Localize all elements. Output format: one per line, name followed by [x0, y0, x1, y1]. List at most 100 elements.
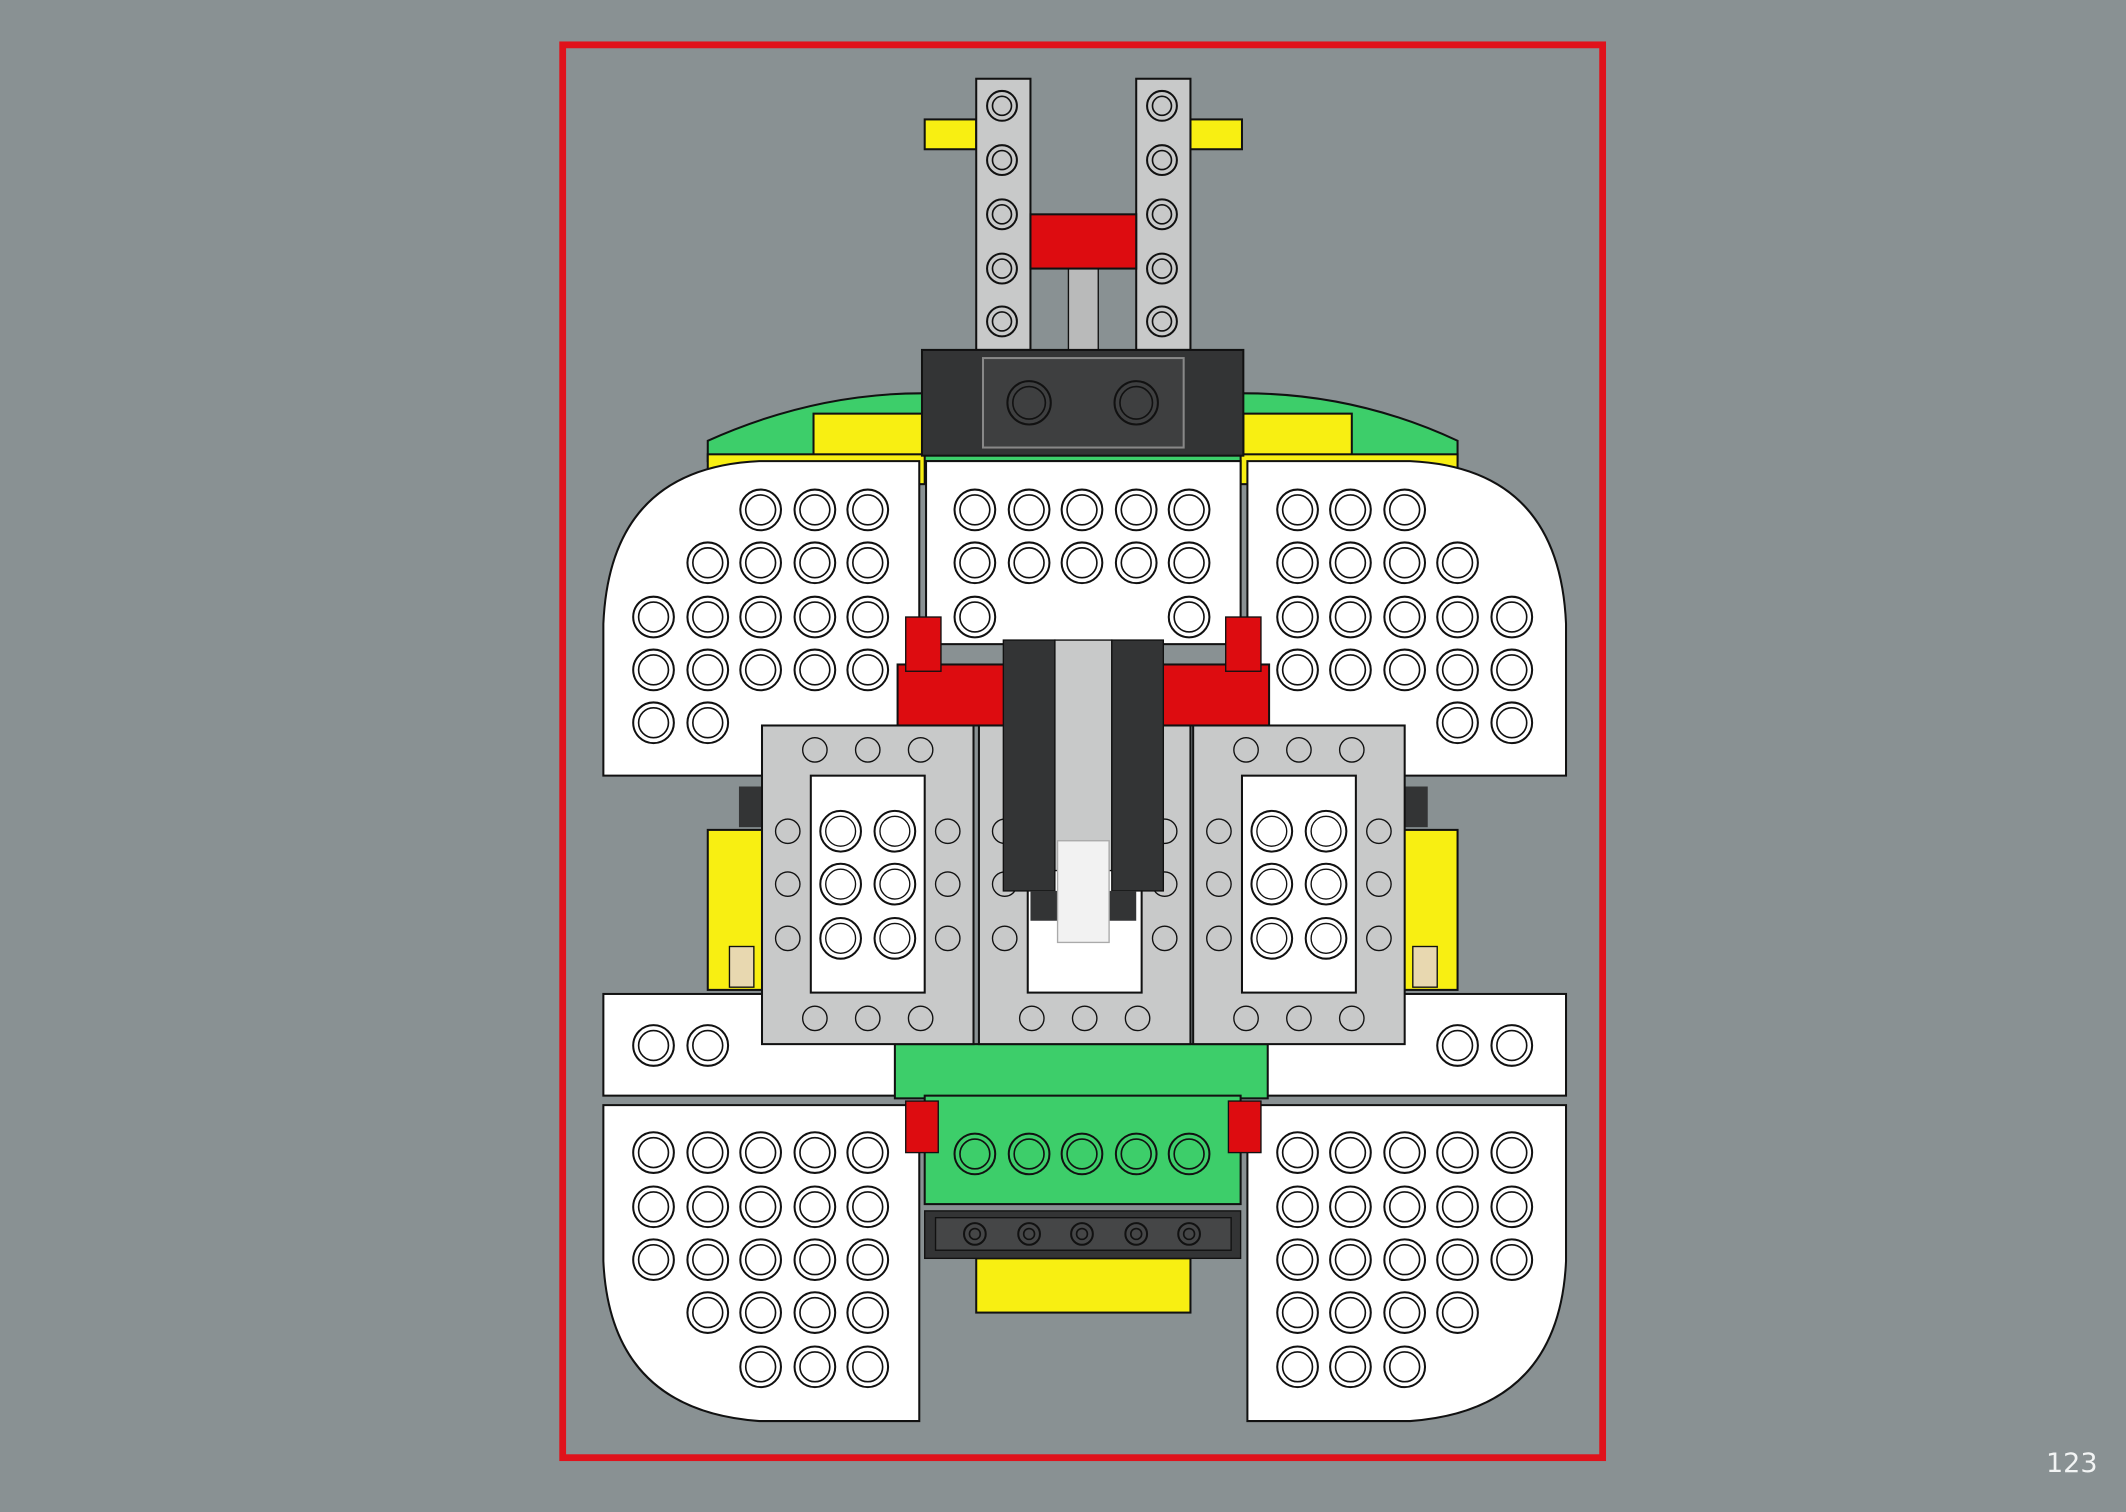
stud — [1276, 1345, 1319, 1389]
black-arm-right — [1111, 639, 1165, 892]
stud — [1146, 305, 1178, 338]
stud — [793, 1131, 837, 1174]
stud — [739, 1185, 782, 1229]
step-frame — [559, 41, 1607, 1462]
stud — [1436, 1238, 1479, 1282]
stud — [1383, 1131, 1427, 1174]
stud — [1276, 541, 1319, 585]
stud — [846, 595, 890, 639]
stud — [953, 595, 997, 639]
stud — [1329, 1131, 1372, 1174]
tan-pin-right — [1412, 945, 1438, 988]
stud — [1114, 488, 1158, 532]
stud — [1436, 1131, 1479, 1174]
stud — [1007, 1132, 1051, 1176]
stud — [1167, 541, 1211, 585]
stud — [1114, 1132, 1158, 1176]
stud — [686, 1024, 730, 1067]
stud — [1383, 648, 1427, 692]
stud — [1436, 1024, 1479, 1067]
stud — [632, 701, 675, 745]
tan-pin-left — [728, 945, 755, 988]
stud — [1383, 595, 1427, 639]
stud — [686, 1131, 730, 1174]
stud — [632, 648, 675, 692]
stud — [846, 1131, 890, 1174]
stud — [1113, 380, 1159, 426]
stud — [953, 1132, 997, 1176]
stud — [1383, 541, 1427, 585]
stud — [1383, 488, 1427, 532]
stud — [793, 595, 837, 639]
red-pin-lower-right — [1227, 1100, 1262, 1154]
stud — [793, 541, 837, 585]
stud — [793, 1345, 837, 1389]
stud — [632, 1185, 675, 1229]
stud — [1383, 1185, 1427, 1229]
stud — [632, 1024, 675, 1067]
black-side-right — [1403, 786, 1428, 828]
stud — [1114, 541, 1158, 585]
stud — [686, 648, 730, 692]
stud — [846, 1345, 890, 1389]
stud — [686, 541, 730, 585]
stud — [1146, 252, 1178, 285]
stud — [1006, 380, 1052, 426]
stud — [846, 541, 890, 585]
black-side-left — [738, 786, 764, 828]
stud — [1276, 648, 1319, 692]
stud — [632, 1238, 675, 1282]
stud — [986, 305, 1018, 338]
stud — [1060, 541, 1104, 585]
stud — [1490, 701, 1534, 745]
stud — [686, 701, 730, 745]
stud — [1167, 1132, 1211, 1176]
stud — [1146, 198, 1178, 231]
gray-chain-center — [1054, 639, 1113, 872]
stud — [1060, 1132, 1104, 1176]
stud — [846, 1291, 890, 1334]
stud — [1329, 1345, 1372, 1389]
stud — [739, 1238, 782, 1282]
stud — [739, 1131, 782, 1174]
yellow-bottom-piece — [975, 1257, 1192, 1314]
black-arm-left — [1002, 639, 1056, 892]
stud — [986, 252, 1018, 285]
stud — [686, 1291, 730, 1334]
stud — [1070, 1222, 1094, 1246]
yellow-pin-left — [923, 118, 978, 151]
red-pin-lower-left — [905, 1100, 939, 1154]
stud — [1436, 701, 1479, 745]
stud — [793, 1185, 837, 1229]
yellow-plate-top-left — [812, 412, 924, 459]
stud — [846, 648, 890, 692]
stud — [739, 541, 782, 585]
stud — [1490, 1185, 1534, 1229]
stud — [793, 1291, 837, 1334]
gray-frame-left — [760, 724, 975, 1046]
yellow-pin-right — [1189, 118, 1243, 151]
stud — [1060, 488, 1104, 532]
red-post-right — [1225, 616, 1262, 672]
stud — [1146, 89, 1178, 122]
stud — [953, 488, 997, 532]
stud — [1007, 488, 1051, 532]
stud — [846, 1238, 890, 1282]
red-post-left — [905, 616, 942, 672]
stud — [986, 144, 1018, 177]
stud — [632, 1131, 675, 1174]
stud — [1007, 541, 1051, 585]
axle-center — [1067, 263, 1099, 354]
stud — [739, 648, 782, 692]
stud — [1490, 648, 1534, 692]
stud — [846, 1185, 890, 1229]
stud — [1276, 1131, 1319, 1174]
stud — [1490, 1238, 1534, 1282]
stud — [1383, 1345, 1427, 1389]
stud — [793, 488, 837, 532]
stud — [1490, 595, 1534, 639]
stud — [1490, 1131, 1534, 1174]
stud — [1276, 1185, 1319, 1229]
stud — [1146, 144, 1178, 177]
